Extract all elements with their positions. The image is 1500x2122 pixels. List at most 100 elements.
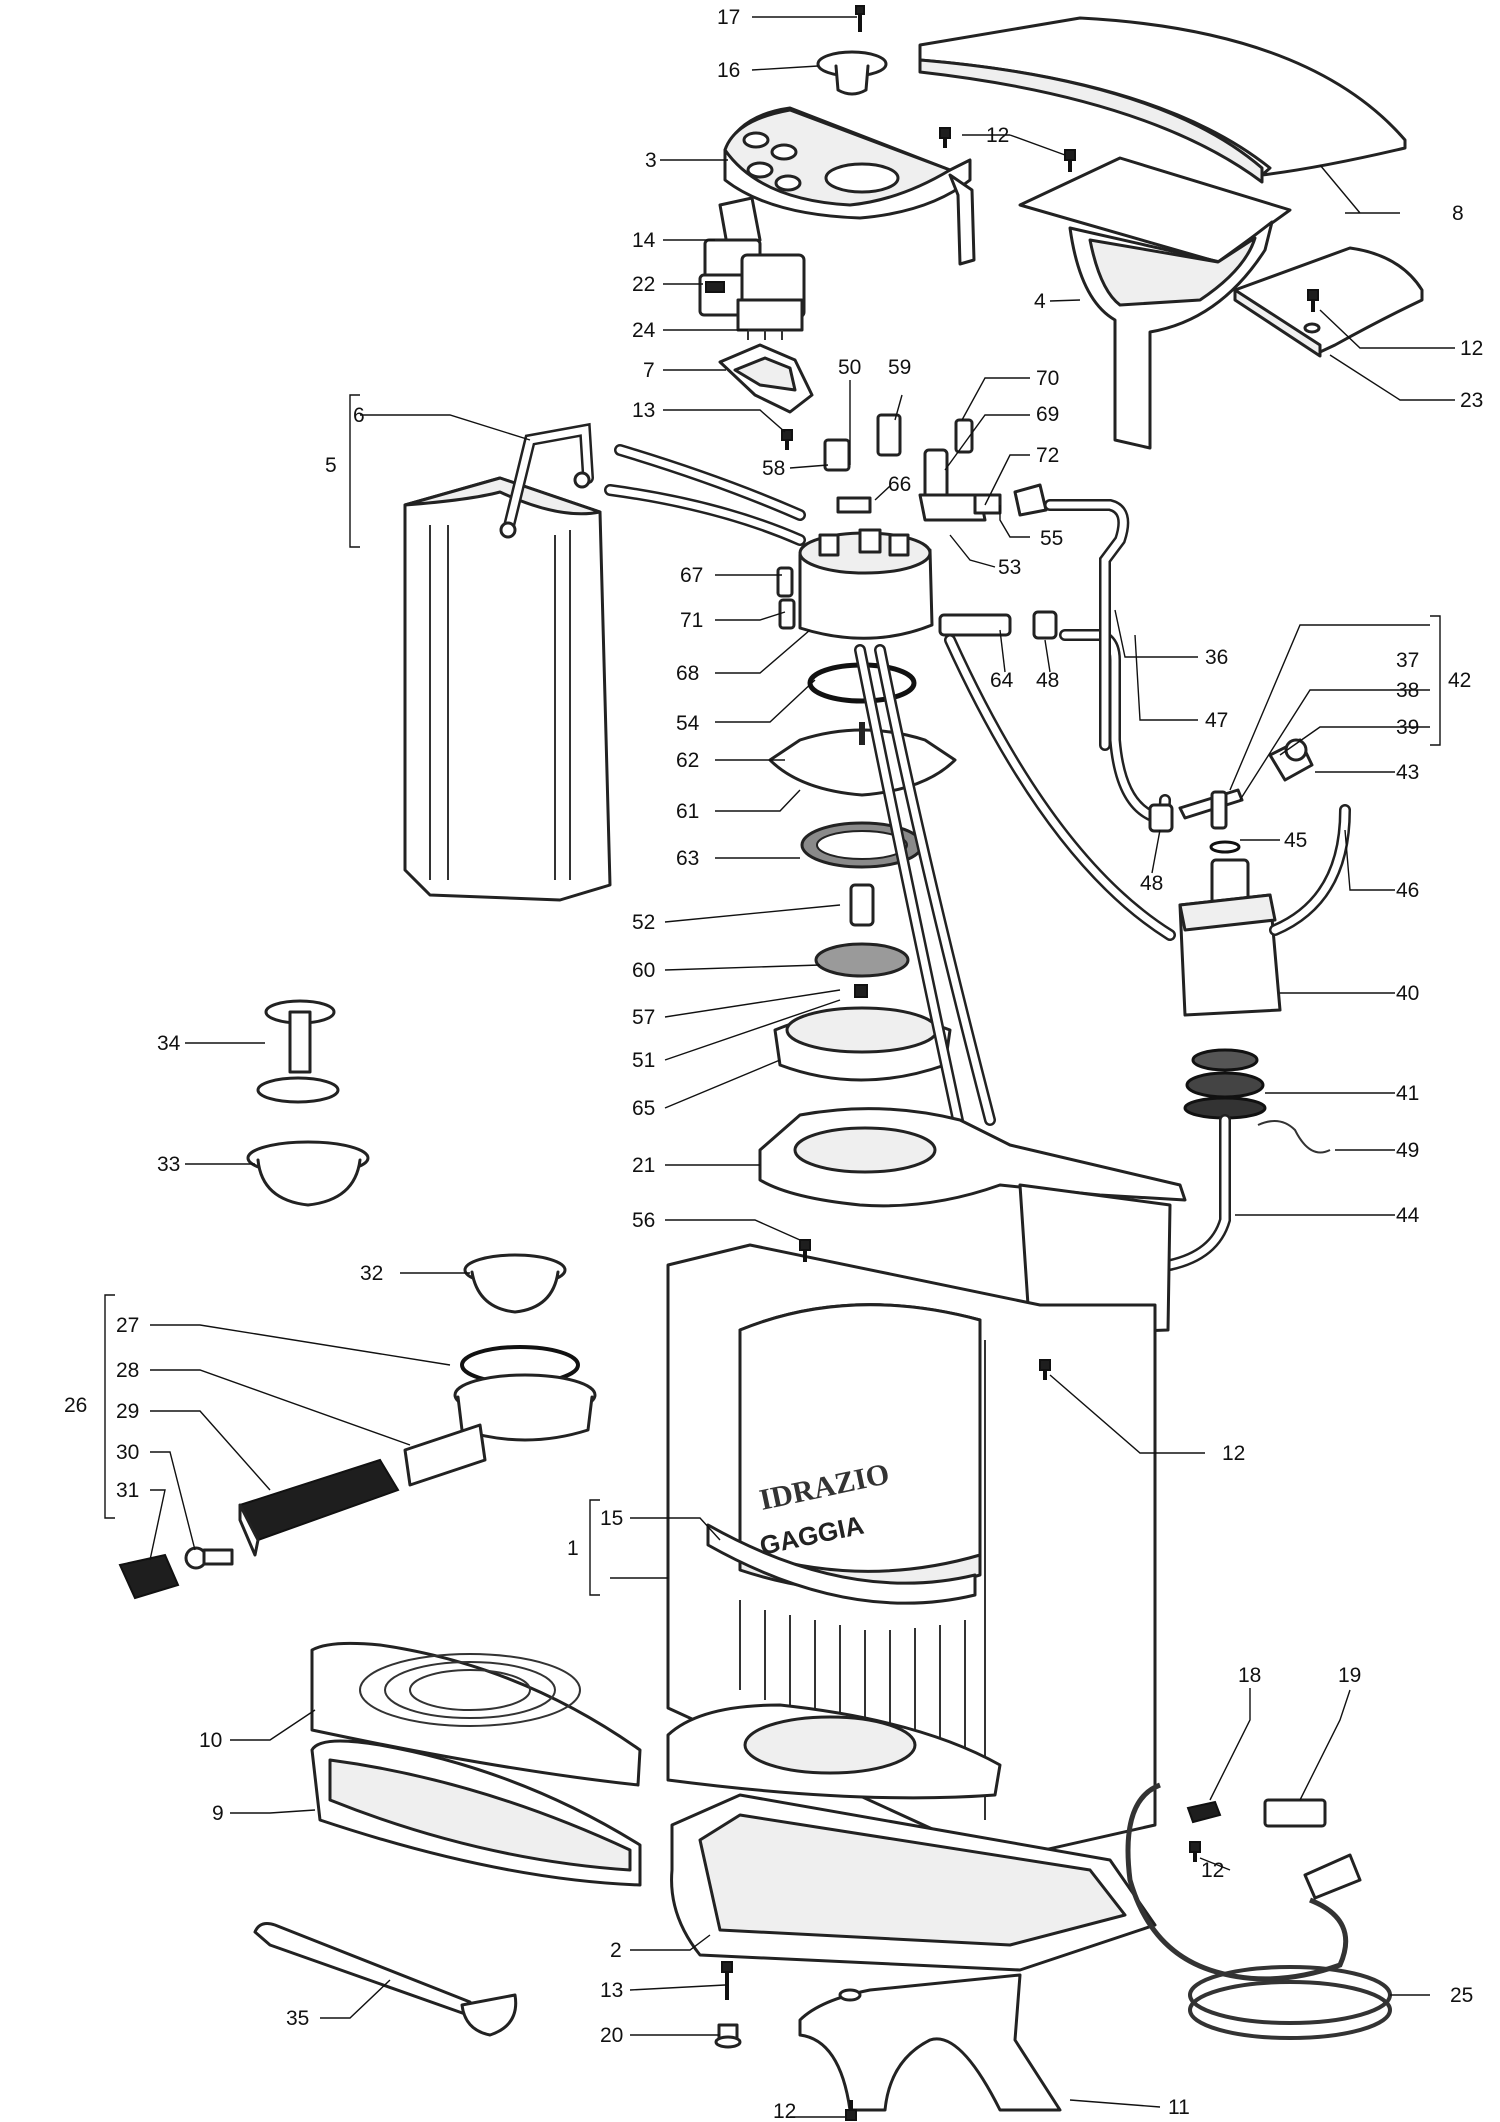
part-11-foot xyxy=(798,1973,1062,2112)
part-8-top-cover xyxy=(918,16,1407,184)
callout-labels: 17 16 12 3 8 14 22 4 24 12 7 23 50 59 70… xyxy=(64,6,1483,2122)
callout-22: 22 xyxy=(632,273,655,296)
callout-6: 6 xyxy=(353,404,365,427)
callout-33: 33 xyxy=(157,1153,180,1176)
callout-48: 48 xyxy=(1036,669,1059,692)
callout-67: 67 xyxy=(680,564,703,587)
callout-7: 7 xyxy=(643,359,655,382)
part-35-scoop xyxy=(253,1922,518,2037)
part-10-grille xyxy=(310,1641,642,1787)
part-28-filter-holder xyxy=(403,1373,597,1487)
part-17-screw xyxy=(855,5,865,32)
part-40-pump xyxy=(1178,858,1282,1017)
callout-46: 46 xyxy=(1396,879,1419,902)
part-16-knob xyxy=(816,50,888,96)
part-64-fitting xyxy=(938,613,1012,637)
part-67-screw xyxy=(776,566,794,598)
part-30-screw xyxy=(184,1546,234,1570)
callout-41: 41 xyxy=(1396,1082,1419,1105)
part-4-funnel xyxy=(1018,156,1292,450)
part-33-filter-basket xyxy=(246,1140,370,1207)
screw-13-b xyxy=(721,1961,733,2000)
part-41-damper xyxy=(1183,1048,1267,1120)
part-19-terminal xyxy=(1263,1798,1327,1828)
callout-43: 43 xyxy=(1396,761,1419,784)
part-70-pin xyxy=(954,418,974,454)
callout-11: 11 xyxy=(1168,2096,1190,2119)
callout-38: 38 xyxy=(1396,679,1419,702)
part-9-tray xyxy=(310,1739,642,1887)
part-34-tamper xyxy=(256,999,340,1104)
part-58-thermostat xyxy=(823,438,851,472)
part-18-clamp xyxy=(1186,1800,1222,1824)
part-55-connector xyxy=(1013,483,1048,517)
part-25-power-cord xyxy=(1125,1782,1392,2040)
callout-64: 64 xyxy=(990,669,1014,692)
callout-52: 52 xyxy=(632,911,655,934)
callout-63: 63 xyxy=(676,847,699,870)
screw-12-a xyxy=(939,127,951,148)
part-29-handle xyxy=(238,1458,400,1557)
screw-12-c xyxy=(1307,289,1319,312)
callout-26: 26 xyxy=(64,1394,87,1417)
part-66-clip xyxy=(836,496,872,514)
part-69-valve xyxy=(918,448,1002,522)
screw-13-a xyxy=(781,429,793,450)
callout-58: 58 xyxy=(762,457,785,480)
screw-12-d xyxy=(1039,1359,1051,1380)
callout-13: 13 xyxy=(632,399,655,422)
callout-49: 49 xyxy=(1396,1139,1419,1162)
callout-12: 12 xyxy=(986,124,1009,147)
part-62-diffuser xyxy=(768,722,957,797)
part-59-thermostat xyxy=(876,413,902,457)
part-60-screen xyxy=(814,942,910,978)
callout-10: 10 xyxy=(199,1729,222,1752)
part-31-cap xyxy=(118,1553,180,1600)
part-2-base xyxy=(670,1793,1157,1972)
callout-30: 30 xyxy=(116,1441,139,1464)
callout-68: 68 xyxy=(676,662,699,685)
callout-54: 54 xyxy=(676,712,700,735)
callout-24: 24 xyxy=(632,319,656,342)
part-23-plate xyxy=(1233,246,1424,358)
part-15-trim xyxy=(706,1523,977,1605)
part-20-foot xyxy=(714,2023,742,2049)
screw-12-f xyxy=(845,2100,857,2121)
callout-29: 29 xyxy=(116,1400,139,1423)
callout-3: 3 xyxy=(645,149,657,172)
callout-70: 70 xyxy=(1036,367,1059,390)
callout-18: 18 xyxy=(1238,1664,1261,1687)
part-65-ring xyxy=(773,1006,952,1082)
callout-55: 55 xyxy=(1040,527,1063,550)
part-45-oring xyxy=(1209,840,1241,854)
callout-20: 20 xyxy=(600,2024,623,2047)
callout-9: 9 xyxy=(212,1802,224,1825)
callout-25: 25 xyxy=(1450,1984,1473,2007)
part-6-handle xyxy=(499,422,594,539)
callout-42: 42 xyxy=(1448,669,1471,692)
callout-50: 50 xyxy=(838,356,861,379)
part-42-steam-pipe xyxy=(1178,788,1244,830)
screw-56 xyxy=(799,1239,811,1262)
part-drip-tray-cover xyxy=(666,1703,1002,1800)
callout-27: 27 xyxy=(116,1314,139,1337)
part-5-water-tank xyxy=(403,476,612,902)
callout-12: 12 xyxy=(1222,1442,1245,1465)
part-21-brew-support xyxy=(758,1107,1187,1208)
callout-4: 4 xyxy=(1034,290,1046,313)
callout-45: 45 xyxy=(1284,829,1307,852)
part-39-nozzle xyxy=(1268,738,1314,782)
part-48b-nut xyxy=(1148,803,1174,833)
callout-66: 66 xyxy=(888,473,911,496)
callout-21: 21 xyxy=(632,1154,655,1177)
callout-14: 14 xyxy=(632,229,656,252)
callout-69: 69 xyxy=(1036,403,1059,426)
callout-13: 13 xyxy=(600,1979,623,2002)
part-52-valve xyxy=(849,883,875,927)
callout-62: 62 xyxy=(676,749,699,772)
callout-23: 23 xyxy=(1460,389,1483,412)
callout-61: 61 xyxy=(676,800,699,823)
callout-8: 8 xyxy=(1452,202,1464,225)
callout-2: 2 xyxy=(610,1939,622,1962)
